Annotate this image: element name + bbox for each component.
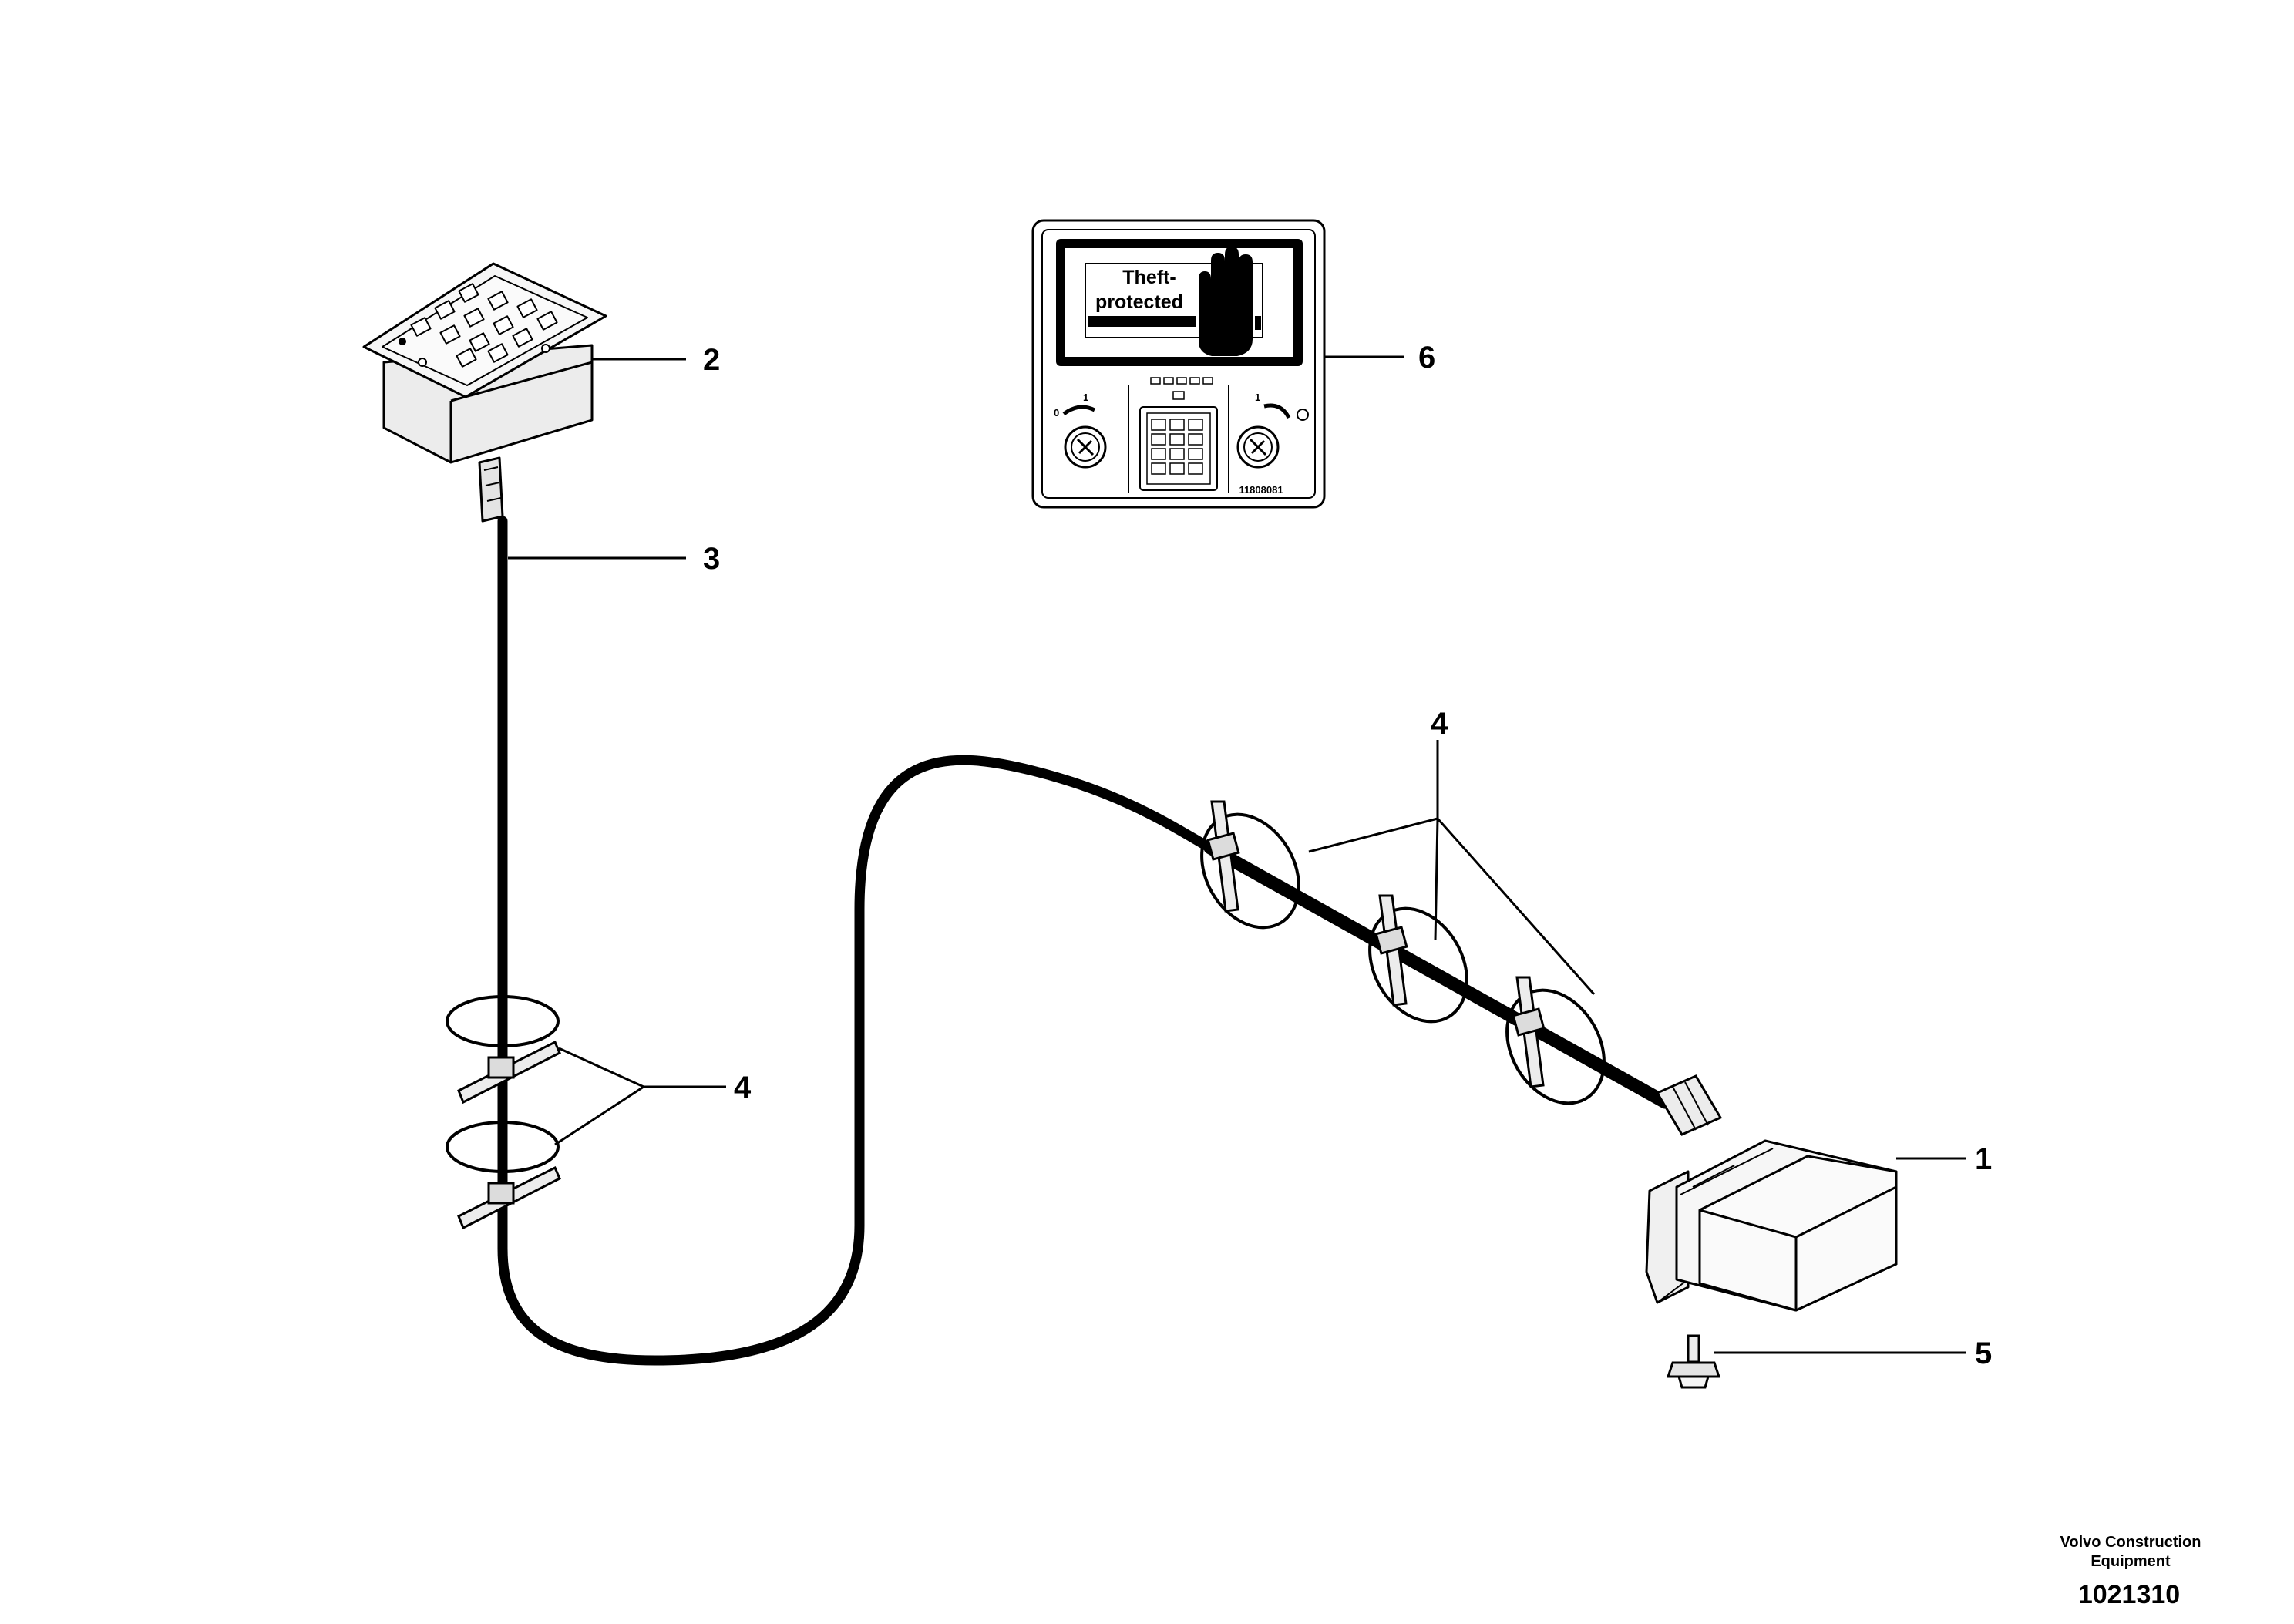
- brand-line1: Volvo Construction: [2060, 1534, 2202, 1551]
- figure-number: 1021310: [2078, 1580, 2180, 1609]
- callout-5: 5: [1975, 1337, 1992, 1370]
- bolt-part-5: [1666, 1334, 1721, 1389]
- callout-2: 2: [703, 343, 720, 377]
- callout-4-top: 4: [1431, 707, 1448, 741]
- decal-title-line2: protected: [1095, 291, 1183, 313]
- leader-4-right: [1308, 740, 1596, 995]
- callout-3: 3: [703, 542, 720, 576]
- cable-ties-left: [446, 995, 561, 1230]
- keypad-part-2: [362, 262, 607, 523]
- decal-title-line1: Theft-: [1122, 267, 1176, 288]
- leader-4-left: [554, 1047, 726, 1146]
- brand-line2: Equipment: [2090, 1553, 2171, 1570]
- cable-ties-right: [1200, 800, 1606, 1105]
- footer: Volvo Construction Equipment 1021310: [2060, 1534, 2202, 1609]
- hand-stop-icon: [1199, 247, 1253, 356]
- callout-4-left: 4: [734, 1071, 752, 1105]
- lock-icon: [1297, 409, 1309, 421]
- cable-end-connector: [1655, 1074, 1723, 1136]
- callout-1: 1: [1975, 1142, 1992, 1176]
- callout-numbers: 2 3 4 4 6 1 5: [703, 341, 1992, 1370]
- theft-decal-part-6: [1031, 219, 1326, 509]
- decal-texts: Theft- protected 11808081 0 1 1: [1054, 267, 1283, 496]
- decal-left-key-pos0: 0: [1054, 407, 1059, 419]
- leader-lines: [508, 355, 1966, 1354]
- cable-part-3: [497, 516, 1672, 1366]
- decal-part-code: 11808081: [1239, 484, 1283, 496]
- decal-left-key-pos1: 1: [1083, 392, 1088, 403]
- callout-6: 6: [1418, 341, 1435, 375]
- decal-right-key-pos1: 1: [1255, 392, 1260, 403]
- control-unit-part-1: [1645, 1139, 1898, 1312]
